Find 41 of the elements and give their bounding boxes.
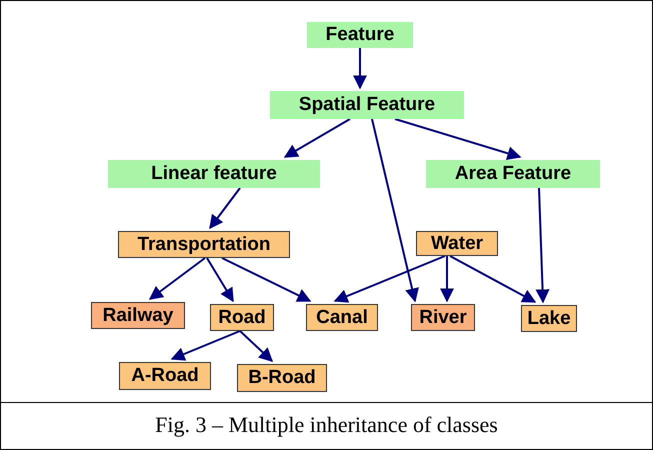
arrow <box>394 118 522 160</box>
class-box <box>416 231 498 256</box>
class-label-box <box>426 160 600 188</box>
class-label-box <box>108 160 320 188</box>
class-box <box>237 364 327 392</box>
class-name: Lake <box>527 308 571 330</box>
class-label-box <box>307 22 413 48</box>
arrow <box>239 330 274 362</box>
arrow <box>353 48 367 90</box>
class-name: Linear feature <box>151 163 277 185</box>
arrow <box>222 257 312 302</box>
arrow <box>170 330 240 361</box>
class-label-box <box>270 91 464 119</box>
class-name: Canal <box>316 306 368 328</box>
class-name: Road <box>218 306 266 328</box>
class-name: A-Road <box>131 365 199 387</box>
class-box <box>306 304 378 331</box>
class-name: Transportation <box>137 234 270 256</box>
arrow <box>536 188 550 304</box>
class-box <box>118 231 290 258</box>
arrow <box>334 255 446 303</box>
class-name: Railway <box>102 304 174 326</box>
class-name: Area Feature <box>454 163 572 185</box>
arrow <box>206 257 234 302</box>
class-box <box>521 305 577 332</box>
class-name: Water <box>430 232 484 254</box>
class-box <box>91 302 185 329</box>
arrow <box>450 255 536 303</box>
arrow <box>284 118 350 158</box>
arrow <box>440 256 454 302</box>
figure-caption: Fig. 3 – Multiple inheritance of classes <box>154 412 499 438</box>
class-box <box>210 304 274 331</box>
class-box <box>119 362 211 390</box>
class-name: B-Road <box>248 367 316 389</box>
class-name: Feature <box>326 24 394 46</box>
arrow <box>209 187 241 230</box>
class-name: Spatial Feature <box>298 94 436 116</box>
arrow <box>371 118 419 302</box>
arrow <box>148 257 206 300</box>
class-name: River <box>419 306 467 328</box>
class-box <box>411 304 475 331</box>
